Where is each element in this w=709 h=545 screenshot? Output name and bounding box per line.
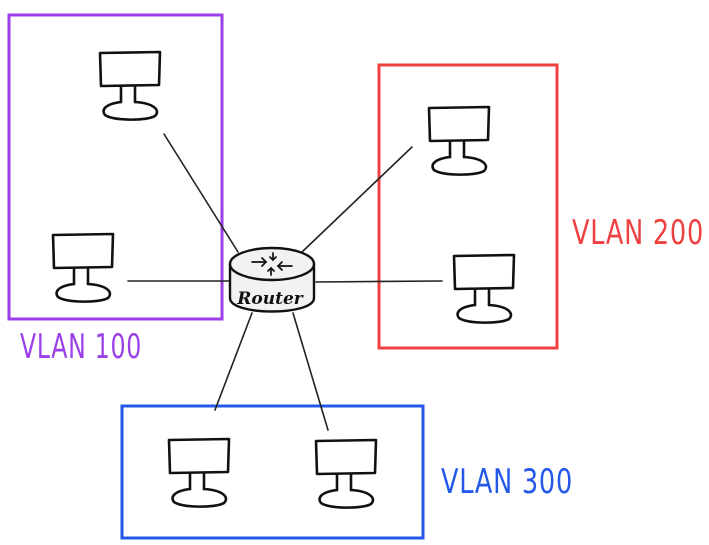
monitor-icon — [51, 232, 115, 303]
router-icon: Router — [228, 246, 316, 313]
vlan-300-label: VLAN 300 — [441, 462, 573, 502]
monitor-icon — [427, 105, 491, 176]
link-router-pc6 — [292, 312, 329, 431]
link-router-pc4 — [315, 280, 443, 283]
monitor-icon — [98, 50, 162, 121]
monitor-icon — [167, 437, 231, 508]
link-router-pc3 — [301, 146, 413, 253]
monitor-icon — [314, 438, 378, 509]
vlan-200-boundary — [377, 63, 559, 350]
vlan-100-label: VLAN 100 — [20, 327, 142, 367]
vlan-200-label: VLAN 200 — [572, 213, 704, 253]
vlan-100-boundary — [7, 13, 224, 321]
router-label: Router — [236, 289, 303, 309]
link-router-pc1 — [163, 133, 239, 253]
monitor-icon — [452, 253, 516, 324]
link-router-pc5 — [214, 312, 253, 411]
vlan-300-boundary — [120, 404, 425, 540]
connection-lines — [127, 133, 443, 431]
